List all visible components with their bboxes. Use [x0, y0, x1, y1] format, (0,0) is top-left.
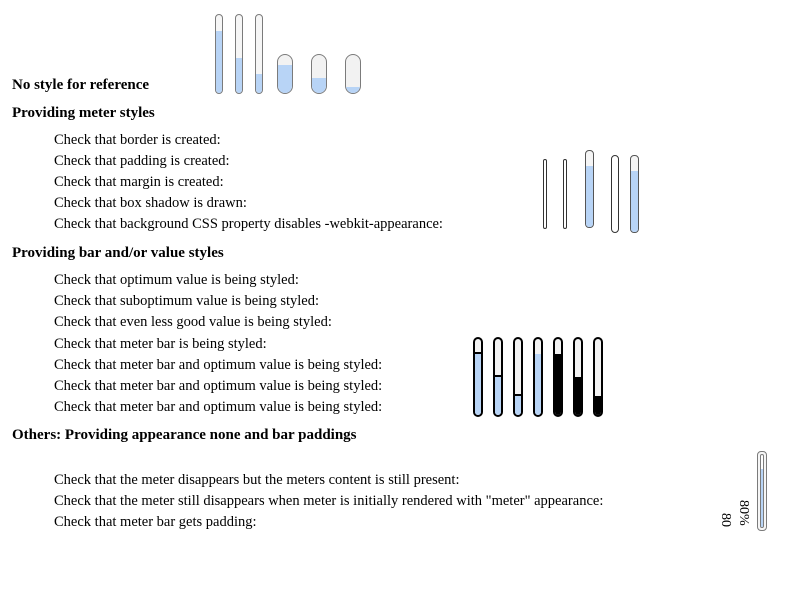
- bar-value-meter-2: [493, 337, 503, 417]
- bar-value-meter-3: [513, 337, 523, 417]
- padded-meter: [757, 451, 767, 531]
- check-line: Check that meter bar is being styled:: [54, 336, 267, 352]
- meter-fill: [595, 396, 601, 415]
- meter-fill: [475, 352, 481, 415]
- padded-meter-bar: [760, 454, 764, 528]
- meter-fill: [575, 377, 581, 415]
- styled-meter-shadow: [611, 155, 619, 233]
- meter-fill: [278, 64, 292, 93]
- check-line: Check that suboptimum value is being sty…: [54, 293, 319, 309]
- check-line: Check that optimum value is being styled…: [54, 272, 299, 288]
- check-line: Check that meter bar and optimum value i…: [54, 357, 383, 373]
- styled-meter-background: [630, 155, 639, 233]
- meter-fill: [631, 171, 638, 232]
- section-heading-meter-styles: Providing meter styles: [12, 105, 155, 121]
- meter-fill: [312, 77, 326, 93]
- check-line: Check that box shadow is drawn:: [54, 195, 247, 211]
- meter-content-text: 80%: [736, 500, 751, 526]
- bar-value-meter-7: [593, 337, 603, 417]
- check-line: Check that background CSS property disab…: [54, 216, 443, 232]
- check-line: Check that meter bar and optimum value i…: [54, 378, 383, 394]
- meter-fill: [216, 30, 222, 93]
- check-line: Check that even less good value is being…: [54, 314, 332, 330]
- meter-fill: [495, 375, 501, 415]
- reference-meter-2: [235, 14, 243, 94]
- styled-meter-border: [543, 159, 547, 229]
- meter-fill: [761, 469, 763, 527]
- bar-value-meter-1: [473, 337, 483, 417]
- bar-value-meter-6: [573, 337, 583, 417]
- reference-meter-6: [345, 54, 361, 94]
- check-line: Check that padding is created:: [54, 153, 230, 169]
- reference-meter-4: [277, 54, 293, 94]
- meter-fill: [515, 394, 521, 415]
- reference-meter-1: [215, 14, 223, 94]
- check-line: Check that the meter disappears but the …: [54, 472, 460, 488]
- section-heading-reference: No style for reference: [12, 77, 150, 93]
- meter-fill: [535, 354, 541, 415]
- bar-value-meter-5: [553, 337, 563, 417]
- styled-meter-padding: [563, 159, 567, 229]
- meter-fill: [346, 87, 360, 93]
- check-line: Check that border is created:: [54, 132, 221, 148]
- bar-value-meter-4: [533, 337, 543, 417]
- meter-fill: [236, 57, 242, 93]
- check-line: Check that meter bar and optimum value i…: [54, 399, 383, 415]
- reference-meter-3: [255, 14, 263, 94]
- reference-meter-5: [311, 54, 327, 94]
- meter-content-text: 80: [718, 513, 733, 527]
- section-heading-bar-value: Providing bar and/or value styles: [12, 245, 224, 261]
- section-heading-others: Others: Providing appearance none and ba…: [12, 427, 357, 443]
- styled-meter-margin: [585, 150, 594, 228]
- check-line: Check that margin is created:: [54, 174, 224, 190]
- meter-fill: [555, 354, 561, 415]
- check-line: Check that the meter still disappears wh…: [54, 493, 604, 509]
- check-line: Check that meter bar gets padding:: [54, 514, 257, 530]
- meter-fill: [256, 73, 262, 93]
- meter-fill: [586, 166, 593, 227]
